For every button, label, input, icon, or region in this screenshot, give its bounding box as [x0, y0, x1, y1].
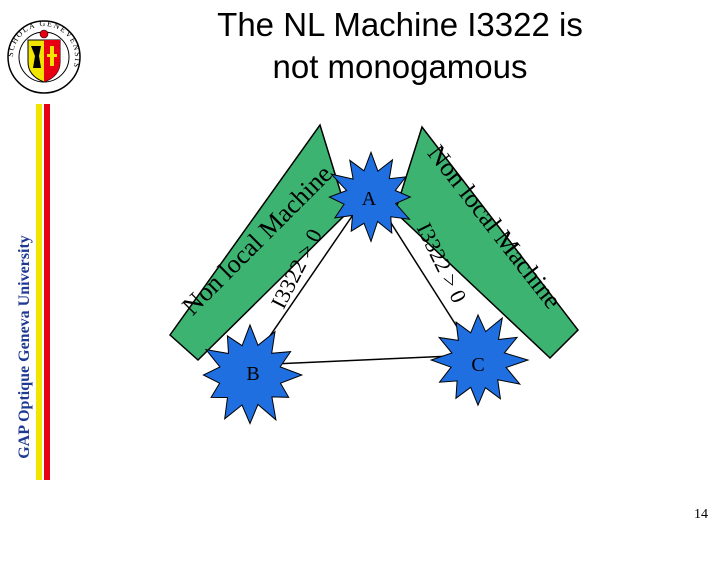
right-machine-band: Non local Machine I3322 > 0 — [394, 125, 579, 360]
node-b: B — [202, 323, 304, 425]
node-a: A — [328, 150, 412, 243]
node-a-star-icon — [328, 150, 412, 243]
node-c-label: C — [471, 354, 484, 376]
title-line-1: The NL Machine I3322 is — [217, 6, 583, 43]
page-number: 14 — [694, 507, 708, 522]
node-c-star-icon — [429, 313, 530, 407]
page-title: The NL Machine I3322 is not monogamous — [140, 4, 660, 88]
red-stripe — [44, 104, 50, 480]
right-machine-shape — [394, 125, 579, 360]
node-a-label: A — [362, 188, 377, 210]
title-line-2: not monogamous — [272, 48, 528, 85]
node-c: C — [429, 313, 530, 407]
yellow-stripe — [36, 104, 42, 480]
node-b-star-icon — [202, 323, 304, 425]
node-b-label: B — [246, 363, 259, 385]
nonlocal-machine-diagram: Non local Machine I3322 > 0 Non local Ma… — [168, 123, 579, 425]
edge-b-c — [249, 354, 476, 366]
geneva-university-seal-icon: SCHOLA GENEVENSIS — [6, 19, 81, 94]
left-machine-band: Non local Machine I3322 > 0 — [168, 123, 348, 362]
